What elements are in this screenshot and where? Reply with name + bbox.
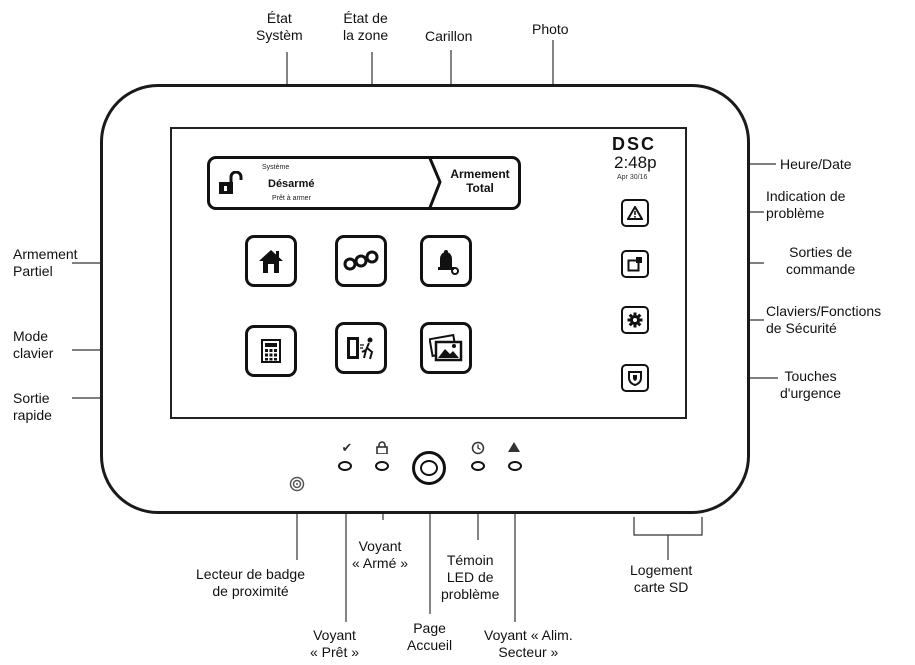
brand-logo: DSC [612,134,657,154]
security-functions-key[interactable] [621,306,649,334]
clock-time: 2:48p [614,153,657,172]
clock-date: Apr 30/16 [617,174,648,181]
status-bar[interactable]: Système Désarmé Prêt à armer Armement To… [207,156,521,210]
triangle-icon [508,442,520,452]
clock-icon [471,441,485,455]
home-button[interactable] [412,451,446,485]
house-icon [259,250,283,273]
quick-exit-icon [347,337,374,360]
system-state: Désarmé [268,178,315,190]
keypad-icon [261,339,281,363]
system-substate: Prêt à armer [272,195,311,202]
gear-icon [627,312,643,328]
keypad-mode-key[interactable] [245,325,297,377]
callout-carillon: Carillon [425,28,473,44]
ac-power-led [508,461,522,471]
shield-icon [628,371,642,386]
trouble-key[interactable] [621,199,649,227]
photo-key[interactable] [420,322,472,374]
stay-arm-key[interactable] [245,235,297,287]
lock-icon [376,441,388,454]
chevron-separator [428,156,442,210]
system-label: Système [262,164,290,171]
armed-led [375,461,389,471]
callout-photo: Photo [532,21,569,37]
warning-icon [627,206,643,220]
bell-icon [438,250,459,275]
quick-exit-key[interactable] [335,322,387,374]
callout-voyant-alim: Voyant « Alim.Secteur » [484,627,573,660]
chime-key[interactable] [420,235,472,287]
arm-away-button[interactable]: Armement Total [442,167,518,195]
output-icon [627,257,642,272]
callout-voyant-pret: Voyant« Prêt » [310,627,360,660]
checkmark-icon: ✔ [341,440,353,455]
zone-status-key[interactable] [335,235,387,287]
proximity-reader-icon [289,476,305,492]
trouble-led [471,461,485,471]
unlocked-padlock-icon [219,171,243,194]
callout-heure-date: Heure/Date [780,156,852,172]
arm-away-line1: Armement [450,167,510,181]
photo-icon [429,334,463,362]
ready-led [338,461,352,471]
zone-status-icon [343,250,379,271]
arm-away-line2: Total [466,181,494,195]
emergency-key[interactable] [621,364,649,392]
callout-voyant-arme: Voyant« Armé » [352,538,409,571]
command-outputs-key[interactable] [621,250,649,278]
